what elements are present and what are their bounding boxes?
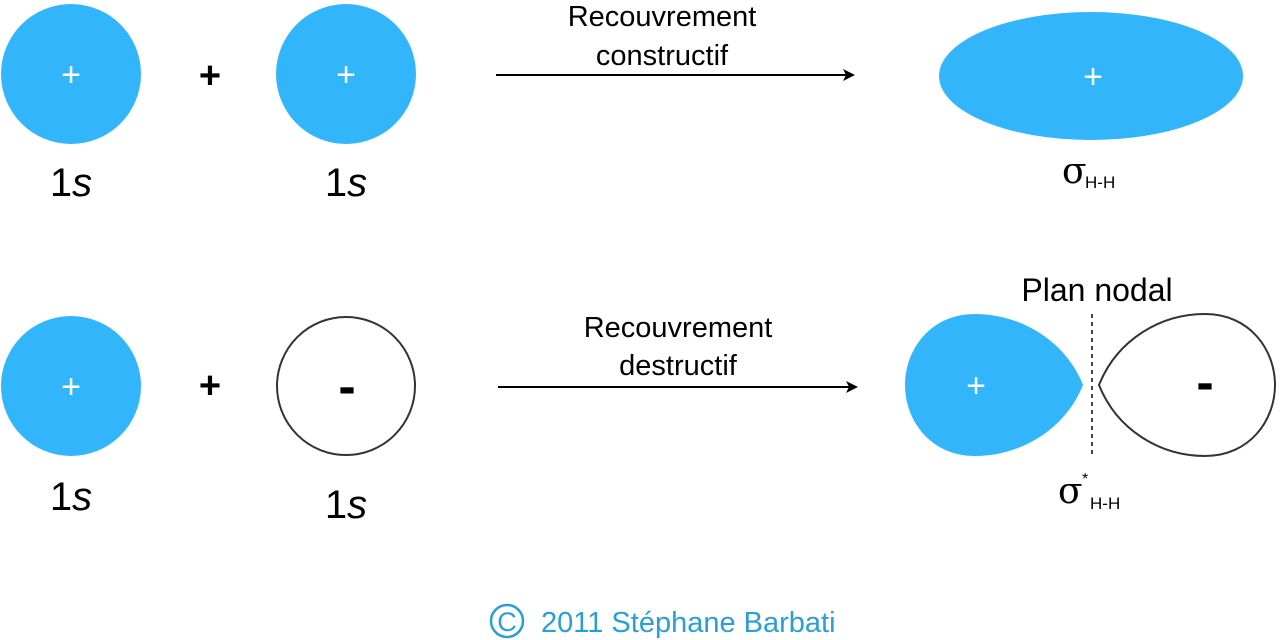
sigma-bonding-sign: + bbox=[1083, 58, 1103, 96]
nodal-plane-label: Plan nodal bbox=[1021, 272, 1172, 308]
bottom-orbital-a-label: 1s bbox=[50, 475, 92, 519]
copyright-text: 2011 Stéphane Barbati bbox=[541, 607, 836, 639]
sigma-bonding-subscript: H-H bbox=[1085, 173, 1115, 192]
sigma-antibonding-symbol: σ bbox=[1058, 471, 1083, 512]
top-arrow-label-line2: constructif bbox=[596, 40, 729, 72]
bottom-arrow-label-line1: Recouvrement bbox=[584, 312, 773, 344]
top-arrow-label-line1: Recouvrement bbox=[568, 1, 757, 33]
sigma-antibonding-superscript: * bbox=[1082, 471, 1088, 488]
bottom-arrow-label-line2: destructif bbox=[619, 350, 738, 382]
top-orbital-b bbox=[276, 4, 416, 144]
top-row: + 1s + + 1s Recouvrement constructif + σ… bbox=[1, 1, 1243, 205]
copyright-icon bbox=[489, 603, 525, 639]
top-orbital-a-label: 1s bbox=[50, 161, 92, 205]
sigma-antibonding-right-sign: - bbox=[1196, 354, 1213, 412]
bottom-orbital-b-sign: - bbox=[338, 358, 355, 416]
sigma-antibonding-left-sign: + bbox=[966, 367, 986, 405]
sigma-bonding-orbital bbox=[939, 12, 1243, 140]
bottom-orbital-a-sign: + bbox=[61, 368, 81, 406]
bottom-orbital-b bbox=[276, 316, 416, 456]
top-orbital-a bbox=[1, 4, 141, 144]
sigma-antibonding-right-lobe bbox=[1097, 312, 1277, 458]
top-orbital-b-label: 1s bbox=[325, 161, 367, 205]
top-orbital-b-sign: + bbox=[336, 56, 356, 94]
copyright-icon-letter: C bbox=[497, 607, 517, 637]
sigma-bonding-symbol: σ bbox=[1062, 151, 1087, 192]
bottom-orbital-a bbox=[1, 316, 141, 456]
bottom-row: + 1s + - 1s Recouvrement destructif Plan… bbox=[1, 272, 1277, 527]
sigma-antibonding-subscript: H-H bbox=[1090, 494, 1120, 513]
top-plus-operator: + bbox=[199, 55, 221, 97]
bottom-orbital-b-label: 1s bbox=[325, 483, 367, 527]
copyright: C 2011 Stéphane Barbati bbox=[489, 603, 836, 639]
top-orbital-a-sign: + bbox=[61, 56, 81, 94]
bottom-plus-operator: + bbox=[199, 365, 221, 407]
sigma-antibonding-left-lobe bbox=[905, 314, 1083, 456]
